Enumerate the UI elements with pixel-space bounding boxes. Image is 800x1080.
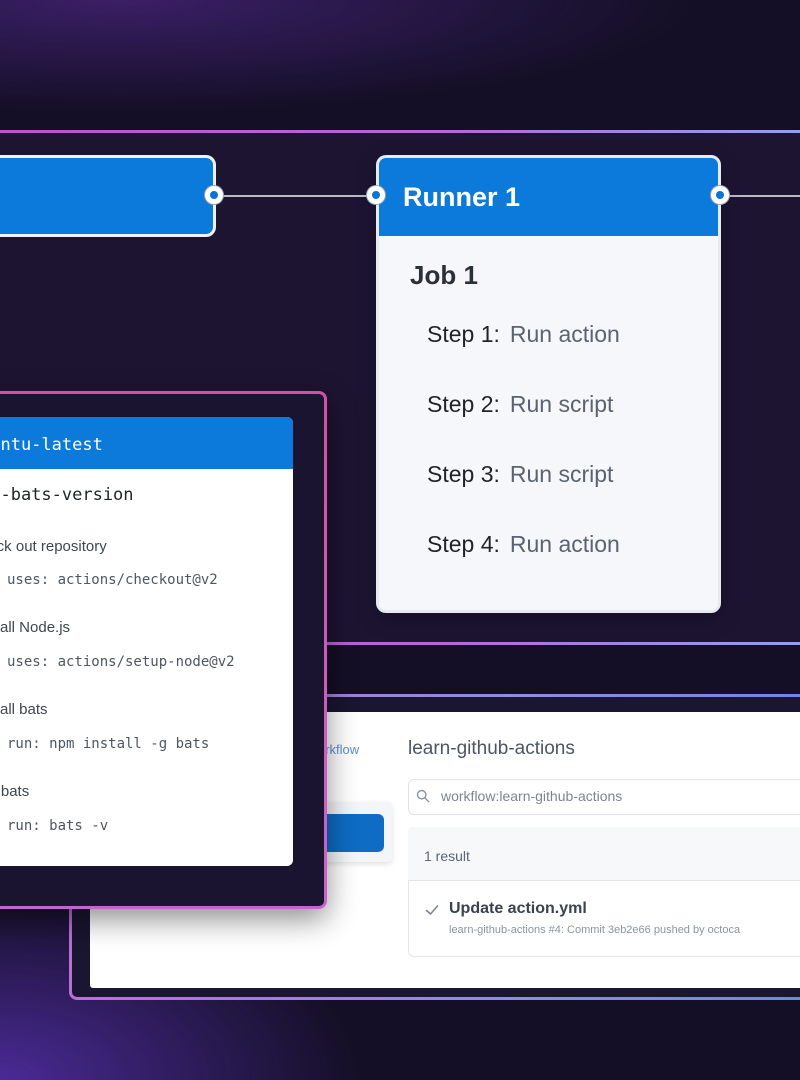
job-title: Job 1 — [410, 260, 478, 290]
previous-runner-card — [0, 155, 216, 237]
yaml-step-name: nstall Node.js — [0, 619, 71, 636]
step-value: Run action — [509, 321, 620, 347]
runner-title: Runner 1 — [379, 158, 718, 236]
step-value: Run script — [509, 391, 614, 417]
step-label: Step 1: — [427, 321, 500, 347]
yaml-step-command: run: bats -v — [7, 818, 109, 834]
job-name: ck-bats-version — [0, 485, 134, 505]
yaml-step-name: un bats — [0, 783, 30, 800]
yaml-step-command: uses: actions/setup-node@v2 — [7, 654, 235, 670]
runner-body: Job 1 Step 1: Run action Step 2: Run scrip… — [379, 236, 718, 601]
step-row: Step 1: Run action — [410, 321, 718, 391]
connector-dot-icon — [367, 186, 385, 204]
connector-dot-icon — [205, 186, 223, 204]
step-row: Step 3: Run script — [410, 461, 718, 531]
results-header — [408, 827, 800, 881]
runs-on-header: buntu-latest — [0, 417, 293, 469]
search-query[interactable]: workflow:learn-github-actions — [441, 788, 623, 804]
results-count: 1 result — [424, 848, 470, 864]
result-meta: learn-github-actions #4: Commit 3eb2e66 … — [449, 924, 741, 936]
search-icon — [416, 789, 430, 803]
connector-line-left — [214, 195, 378, 197]
step-label: Step 2: — [427, 391, 500, 417]
step-row: Step 2: Run script — [410, 391, 718, 461]
yaml-step-command: uses: actions/checkout@v2 — [7, 572, 218, 588]
step-value: Run action — [509, 531, 620, 557]
yaml-step-name: nstall bats — [0, 701, 48, 718]
page-title: learn-github-actions — [408, 738, 575, 759]
check-icon — [425, 905, 439, 915]
step-row: Step 4: Run action — [410, 531, 718, 601]
sidebar-workflow-link[interactable]: orkflow — [318, 742, 360, 757]
yaml-step-command: run: npm install -g bats — [7, 736, 210, 752]
result-title-link[interactable]: Update action.yml — [449, 900, 587, 917]
runner-card: Runner 1 Job 1 Step 1: Run action Step 2:… — [376, 155, 721, 613]
search-input[interactable] — [408, 779, 800, 815]
connector-line-right — [720, 195, 800, 197]
sidebar-button[interactable] — [318, 814, 384, 852]
step-label: Step 4: — [427, 531, 500, 557]
workflow-file-card: buntu-latest ck-bats-version heck out re… — [0, 417, 293, 866]
connector-dot-icon — [711, 186, 729, 204]
runs-on-label: buntu-latest — [0, 435, 103, 455]
step-value: Run script — [509, 461, 614, 487]
step-label: Step 3: — [427, 461, 500, 487]
yaml-step-name: heck out repository — [0, 538, 107, 555]
